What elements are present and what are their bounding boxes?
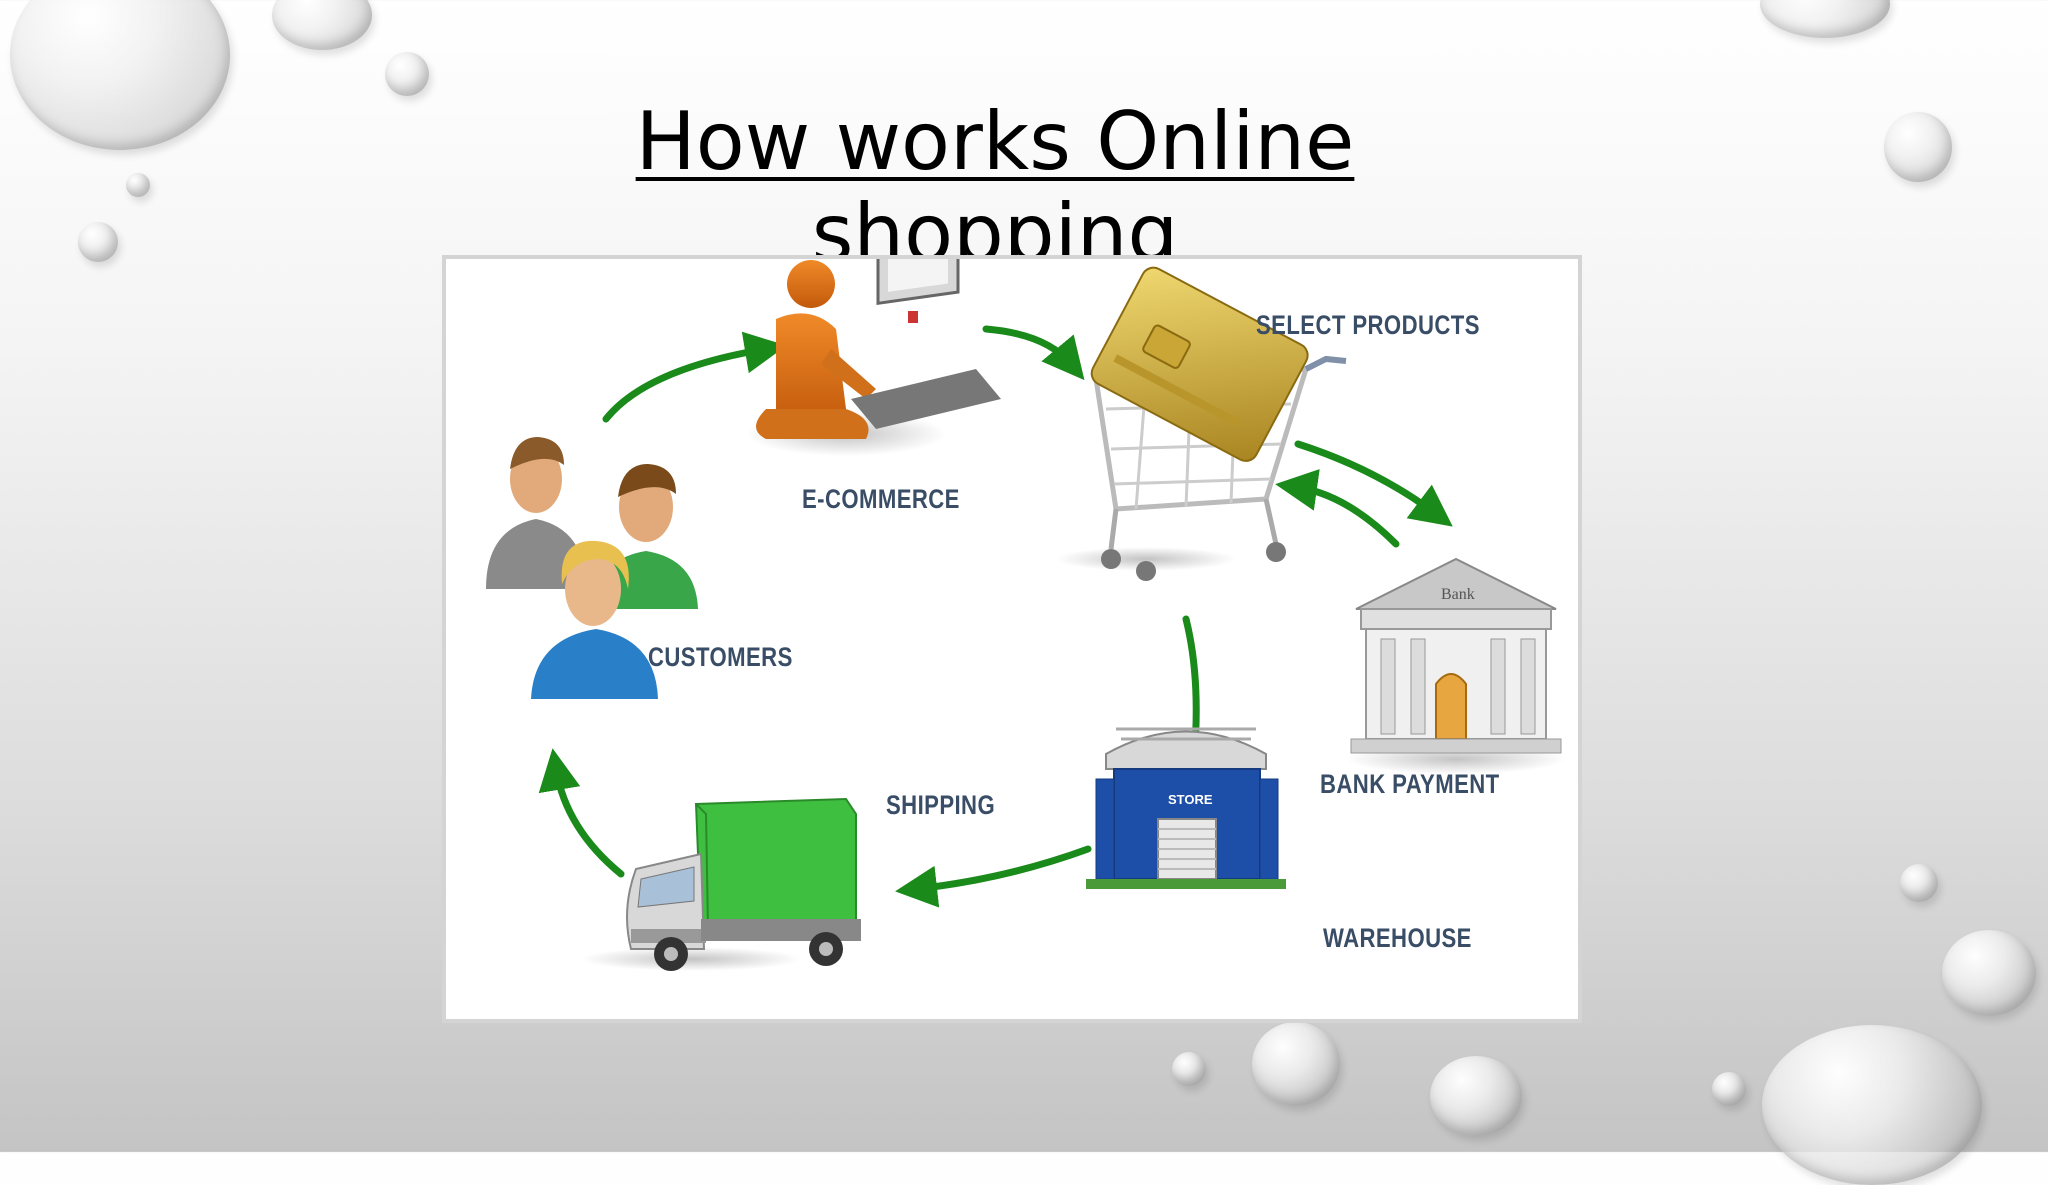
label-select-products: SELECT PRODUCTS xyxy=(1256,310,1480,340)
arrow-ecommerce-to-products xyxy=(982,325,1085,381)
ecommerce-person-icon xyxy=(746,259,1001,456)
water-drop-decoration xyxy=(1942,930,2036,1016)
label-bank-payment: BANK PAYMENT xyxy=(1320,769,1500,799)
arrow-bank-to-products xyxy=(1275,469,1400,548)
water-drop-decoration xyxy=(1884,112,1952,182)
truck-icon xyxy=(581,797,861,971)
warehouse-icon: STORE xyxy=(1086,727,1286,889)
bank-icon: Bank xyxy=(1346,557,1566,774)
online-shopping-diagram: Bank STORE xyxy=(442,255,1582,1023)
water-drop-decoration xyxy=(126,173,150,197)
arrow-customers-to-ecommerce xyxy=(602,331,787,423)
label-shipping: SHIPPING xyxy=(886,790,996,820)
arrow-warehouse-to-shipping xyxy=(895,845,1092,908)
water-drop-decoration xyxy=(385,52,429,96)
arrow-products-to-bank xyxy=(1294,440,1453,527)
label-ecommerce: E-COMMERCE xyxy=(802,484,960,514)
water-drop-decoration xyxy=(78,222,118,262)
shopping-cart-icon xyxy=(1056,266,1347,581)
water-drop-decoration xyxy=(1762,1025,1982,1185)
water-drop-decoration xyxy=(1900,864,1938,902)
water-drop-decoration xyxy=(10,0,230,150)
label-customers: CUSTOMERS xyxy=(648,642,793,672)
water-drop-decoration xyxy=(1252,1022,1340,1106)
slide: How works Online shopping xyxy=(10,0,2036,1185)
arrow-shipping-to-customers xyxy=(538,748,625,878)
diagram-graphics: Bank STORE xyxy=(486,259,1566,971)
store-sign-text: STORE xyxy=(1168,792,1213,807)
label-warehouse: WAREHOUSE xyxy=(1323,923,1472,953)
water-drop-decoration xyxy=(1712,1072,1746,1106)
customers-icon xyxy=(486,437,698,699)
slide-title: How works Online shopping xyxy=(635,96,1355,256)
water-drop-decoration xyxy=(1760,0,1890,38)
water-drop-decoration xyxy=(1430,1056,1522,1136)
water-drop-decoration xyxy=(1172,1052,1206,1086)
bank-sign-text: Bank xyxy=(1441,586,1475,603)
water-drop-decoration xyxy=(272,0,372,50)
